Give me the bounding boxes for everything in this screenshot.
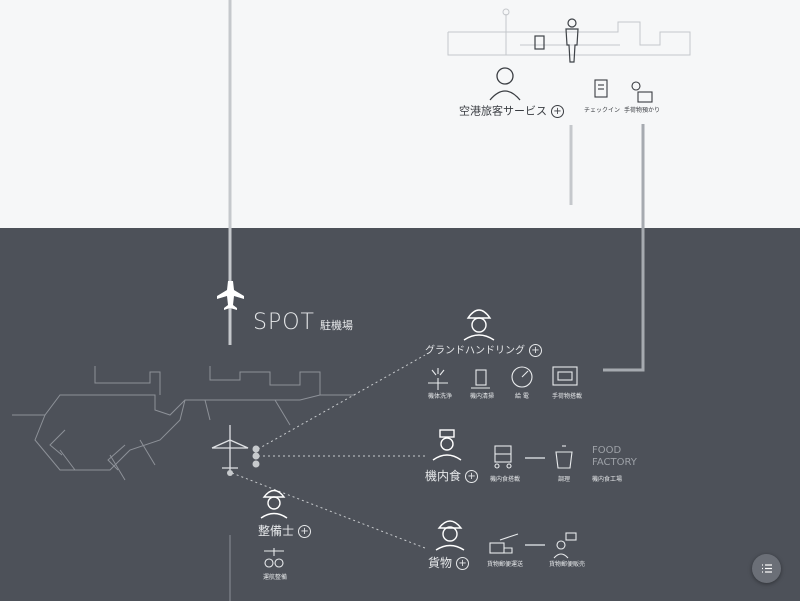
ground-handler-icon <box>463 309 495 341</box>
plus-icon[interactable]: + <box>465 470 479 483</box>
landing-gear-icon <box>264 548 284 568</box>
spot-subtitle: 駐機場 <box>320 319 353 332</box>
ground-item-label: 機体洗浄 <box>428 393 453 400</box>
terminal-outline <box>447 8 691 56</box>
top-zone-terminal <box>0 0 800 228</box>
ground-item-label: 機内清掃 <box>470 393 495 400</box>
mechanic-label[interactable]: 整備士+ <box>258 525 312 538</box>
plane-wash-icon <box>428 368 448 390</box>
mechanic-icon <box>260 489 288 519</box>
power-meter-icon <box>511 366 533 388</box>
connection-nodes <box>227 445 260 476</box>
food-factory-line1: FOOD <box>592 445 622 456</box>
baggage-label: 手荷物預かり <box>624 107 661 114</box>
connection-lines <box>231 354 426 549</box>
cargo-item-label: 貨物郵便販売 <box>549 561 586 568</box>
sales-person-icon <box>553 532 577 559</box>
cleaning-icon <box>471 369 490 389</box>
plus-icon[interactable]: + <box>456 557 470 570</box>
ground-item-label: 手荷物搭載 <box>552 393 583 400</box>
spot-title: SPOT <box>253 310 315 335</box>
airplane-icon <box>217 281 244 310</box>
food-factory-line2: FACTORY <box>592 457 637 468</box>
bottom-zone-apron <box>0 228 800 601</box>
menu-button[interactable] <box>752 554 781 583</box>
catering-item-label: 機内食搭載 <box>490 476 521 483</box>
item-dashes <box>525 457 545 546</box>
apron-outline <box>12 366 355 481</box>
cargo-truck-icon <box>489 533 519 554</box>
meal-cart-icon <box>494 445 512 469</box>
mechanic-item-label: 運航整備 <box>263 574 288 581</box>
checkin-icon <box>594 79 608 98</box>
list-icon <box>762 564 772 573</box>
traveler-icon <box>534 18 579 63</box>
catering-item-label: 調理 <box>558 476 571 483</box>
plus-icon[interactable]: + <box>529 344 542 357</box>
cargo-item-label: 貨物郵便運送 <box>487 561 524 568</box>
ground-handling-label[interactable]: グランドハンドリング+ <box>425 344 542 357</box>
ground-item-label: 給 電 <box>515 393 529 400</box>
catering-label[interactable]: 機内食+ <box>425 470 479 483</box>
ground-handling-connector-line <box>603 124 645 372</box>
baggage-cart-icon <box>552 366 578 386</box>
passenger-service-label[interactable]: 空港旅客サービス+ <box>459 105 564 118</box>
parked-airplane-icon <box>211 425 249 472</box>
plus-icon[interactable]: + <box>551 105 564 118</box>
cargo-label[interactable]: 貨物+ <box>428 557 470 570</box>
cooking-pot-icon <box>555 445 573 469</box>
food-factory-caption: 機内食工場 <box>592 476 623 483</box>
plus-icon[interactable]: + <box>298 525 312 538</box>
cargo-worker-icon <box>435 520 465 551</box>
checkin-label: チェックイン <box>584 107 621 114</box>
agent-icon <box>489 67 521 101</box>
baggage-scale-icon <box>631 81 653 103</box>
chef-icon <box>432 429 462 461</box>
